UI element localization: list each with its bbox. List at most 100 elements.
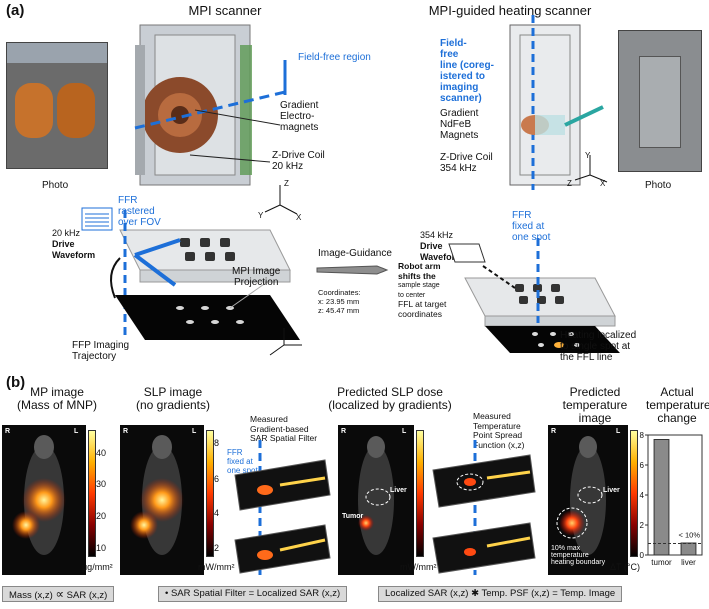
mouse-render [12, 435, 66, 555]
text-line: temperature [646, 398, 709, 412]
predicted-temp-image: R L Liver 10% max temperature heating bo… [548, 425, 628, 575]
text-line: temperature [551, 552, 589, 559]
text-line: Z-Drive Coil [440, 152, 493, 163]
axis-z-left: Z [284, 179, 289, 188]
liver-label: Liver [390, 487, 407, 494]
text-line: FFR [118, 195, 138, 206]
coordinates: Coordinates: x: 23.95 mm z: 45.47 mm [318, 288, 361, 315]
slp-tick: 8 [214, 438, 220, 448]
slp-tick: 2 [214, 543, 220, 553]
text-line: Function (x,z) [473, 439, 525, 450]
temp-unit: ΔT (°C) [610, 562, 640, 572]
text-line: line (coreg- [440, 60, 494, 71]
text-line: Measured [250, 414, 288, 424]
text-line: Field- [440, 38, 467, 49]
text-line: the FFL line [560, 352, 613, 363]
heating-photo [618, 30, 702, 172]
text-line: FFR [512, 210, 532, 221]
text-line: Robot arm [398, 261, 441, 271]
predicted-temp-title: Predicted temperature image [545, 386, 645, 425]
text-line: one spot [512, 232, 551, 243]
text-line: SAR Spatial Filter [250, 433, 318, 443]
coil-shape [15, 83, 53, 138]
measured-psf: Measured Temperature Point Spread Functi… [473, 411, 525, 450]
text-line: Waveform [420, 252, 464, 262]
text-line: over FOV [118, 217, 161, 228]
ffp-trajectory: FFP Imaging Trajectory [72, 340, 129, 362]
mp-tick: 40 [96, 448, 107, 458]
text-line: one spot [227, 466, 258, 475]
zdrive-coil-left: Z-Drive Coil 20 kHz [272, 150, 325, 172]
mp-image-title: MP image (Mass of MNP) [2, 386, 112, 412]
panel-b-tag: (b) [6, 374, 26, 391]
text-line: Drive [52, 239, 75, 249]
y-tick-label: 6 [640, 461, 645, 470]
flow-mass: Mass (x,z) ∝ SAR (x,z) [2, 586, 115, 602]
text-line: coordinates [398, 308, 442, 319]
text-line: (localized by gradients) [328, 398, 452, 412]
gradient-electromagnets: Gradient Electro- magnets [280, 100, 318, 133]
label-r: R [341, 428, 347, 435]
text-line: MP image [30, 385, 84, 399]
axis-y-right: Y [585, 151, 591, 160]
text-line: Actual [660, 385, 694, 399]
text-line: Electro- [280, 111, 315, 122]
text-line: SLP image [143, 385, 203, 399]
device-shape [639, 56, 681, 148]
proportional-icon: ∝ [55, 587, 65, 601]
boundary-note: 10% max temperature heating boundary [551, 545, 605, 566]
flow-psf: Localized SAR (x,z) ✱ Temp. PSF (x,z) = … [378, 586, 623, 602]
photo-left-label: Photo [42, 180, 69, 191]
predicted-slp-title: Predicted SLP dose (localized by gradien… [315, 386, 465, 412]
field-free-line: Field- free line (coreg- istered to imag… [440, 38, 494, 104]
ffr-fixed: FFR fixed at one spot [512, 210, 550, 243]
text-line: Projection [233, 277, 279, 288]
mp-tick: 10 [96, 543, 107, 553]
temp-colorbar [630, 430, 638, 557]
text-line: Drive [420, 241, 443, 251]
text-line: FFL at target [398, 299, 447, 309]
text-line: FFP Imaging [72, 340, 130, 351]
heating-scanner-drawing [509, 15, 604, 190]
mpi-photo [6, 42, 108, 169]
text-line: (no gradients) [135, 398, 211, 412]
predicted-slp-image: R L Liver Tumor [338, 425, 414, 575]
dose-colorbar [416, 430, 424, 557]
coil-shape [57, 83, 95, 138]
text-line: FFR [227, 448, 243, 457]
text-line: z: 45.47 mm [318, 306, 360, 315]
flow-filter: • SAR Spatial Filter = Localized SAR (x,… [158, 586, 348, 602]
mpi-image-projection: MPI Image Projection [232, 266, 280, 288]
text-line: 20 kHz [272, 161, 304, 172]
star-icon: ✱ [471, 588, 480, 599]
slp-tick: 6 [214, 474, 220, 484]
text-line: Temperature [473, 420, 521, 431]
x-tick-label: liver [681, 558, 696, 567]
mp-image: R L [2, 425, 86, 575]
gradient-ndfeb: Gradient NdFeB Magnets [440, 108, 478, 141]
label-l: L [402, 428, 407, 435]
mp-unit: μg/mm² [82, 562, 113, 572]
text-line: temperature image [562, 398, 628, 425]
ffr-fixed-b: FFR fixed at one spot [227, 448, 258, 475]
mp-tick: 30 [96, 479, 107, 489]
text-line: Predicted [569, 385, 621, 399]
y-tick-label: 0 [640, 551, 645, 560]
text-line: Heating localized [560, 330, 637, 341]
flow-sar-text: SAR (x,z) [66, 590, 108, 601]
label-l: L [74, 428, 79, 435]
dose-unit: mW/mm² [400, 562, 437, 572]
slp-image-title: SLP image (no gradients) [118, 386, 228, 412]
heating-scanner-title: MPI-guided heating scanner [428, 3, 592, 18]
text-line: 10% max [551, 545, 581, 552]
zdrive-coil-right: Z-Drive Coil 354 kHz [440, 152, 493, 174]
photo-right-label: Photo [645, 180, 672, 191]
axis-z-right: Z [567, 179, 572, 188]
text-line: free [440, 49, 459, 60]
flow-psf-text: Temp. PSF (x,z) = Temp. Image [481, 588, 616, 599]
text-line: Gradient-based [250, 423, 309, 434]
y-tick-label: 8 [640, 431, 645, 440]
y-tick-label: 4 [640, 491, 645, 500]
heating-localized: Heating localized to single spot at the … [560, 330, 636, 363]
